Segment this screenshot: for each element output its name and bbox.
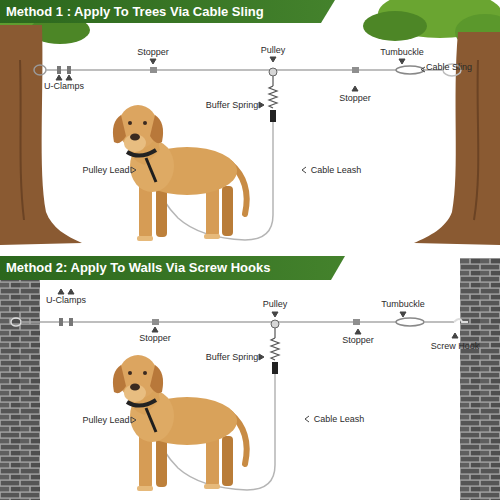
part-label: Pulley Lead — [82, 165, 129, 176]
dog — [113, 355, 247, 491]
cable-bottom — [272, 362, 278, 374]
pointer-marks — [58, 289, 64, 294]
banner-title: Method 2: Apply To Walls Via Screw Hooks — [0, 256, 345, 279]
pointer-marks — [272, 312, 278, 317]
cable-top — [270, 110, 276, 122]
part-label: Stopper — [342, 335, 374, 346]
part-label: Stopper — [137, 47, 169, 58]
method-banner: Method 2: Apply To Walls Via Screw Hooks — [0, 256, 345, 280]
pointer-marks — [68, 289, 74, 294]
part-label: Pulley — [263, 299, 288, 310]
banner-title: Method 1 : Apply To Trees Via Cable Slin… — [0, 0, 335, 23]
brick-walls — [460, 258, 500, 500]
pointer-marks — [355, 329, 361, 334]
part-label: Stopper — [139, 333, 171, 344]
cable-top — [34, 64, 461, 240]
cable-top — [34, 65, 46, 75]
part-label: Cable Sling — [426, 62, 472, 73]
cable-bottom — [454, 319, 468, 322]
cable-bottom — [271, 320, 279, 328]
part-label: U-Clamps — [44, 81, 84, 92]
brick-walls — [0, 258, 500, 500]
cable-bottom — [274, 328, 276, 338]
pointer-marks — [150, 59, 156, 64]
cable-bottom — [11, 318, 21, 326]
tree-left — [0, 25, 82, 245]
tree-right — [474, 60, 478, 220]
cable-bottom — [11, 318, 468, 490]
brick-walls — [0, 258, 40, 500]
cable-bottom — [21, 321, 396, 323]
pointer-marks — [399, 59, 405, 64]
pointer-marks — [400, 312, 406, 317]
cable-bottom — [152, 319, 159, 325]
part-label: Screw Hook — [431, 341, 480, 352]
cable-bottom — [271, 338, 279, 360]
pointer-marks — [452, 333, 458, 338]
dog — [113, 105, 247, 241]
part-label: Pulley — [261, 45, 286, 56]
pointer-marks — [56, 57, 458, 423]
pointer-marks — [131, 417, 136, 423]
part-label: Cable Leash — [314, 414, 365, 425]
cable-top — [67, 66, 71, 74]
cable-top — [57, 66, 61, 74]
part-label: U-Clamps — [46, 295, 86, 306]
cable-bottom — [59, 318, 63, 326]
cable-top — [269, 68, 277, 76]
tree-right — [363, 11, 427, 41]
cable-top — [150, 67, 157, 73]
cable-bottom — [424, 321, 454, 323]
pointer-marks — [131, 167, 136, 173]
pointer-marks — [56, 75, 62, 80]
method-banner: Method 1 : Apply To Trees Via Cable Slin… — [0, 0, 335, 23]
pointer-marks — [352, 86, 358, 91]
tree-right — [363, 0, 500, 245]
tree-right — [414, 32, 500, 245]
part-label: Buffer Spring — [206, 100, 258, 111]
cable-top — [396, 66, 424, 74]
tree-left — [20, 60, 24, 220]
cable-top — [269, 86, 277, 108]
part-label: Tumbuckle — [381, 299, 425, 310]
pointer-marks — [259, 354, 264, 360]
part-label: Stopper — [339, 93, 371, 104]
cable-bottom — [69, 318, 73, 326]
part-label: Tumbuckle — [380, 47, 424, 58]
tree-left — [0, 0, 90, 245]
pointer-marks — [270, 57, 276, 62]
part-label: Pulley Lead — [82, 415, 129, 426]
pointer-marks — [66, 75, 72, 80]
cable-top — [46, 69, 396, 71]
cable-bottom — [353, 319, 360, 325]
pointer-marks — [302, 167, 306, 173]
part-label: Buffer Spring — [206, 352, 258, 363]
cable-bottom — [396, 318, 424, 326]
cable-top — [352, 67, 359, 73]
pointer-marks — [152, 327, 158, 332]
cable-top — [272, 76, 274, 86]
part-label: Cable Leash — [311, 165, 362, 176]
pointer-marks — [259, 102, 264, 108]
pointer-marks — [421, 67, 425, 72]
pointer-marks — [305, 416, 309, 422]
